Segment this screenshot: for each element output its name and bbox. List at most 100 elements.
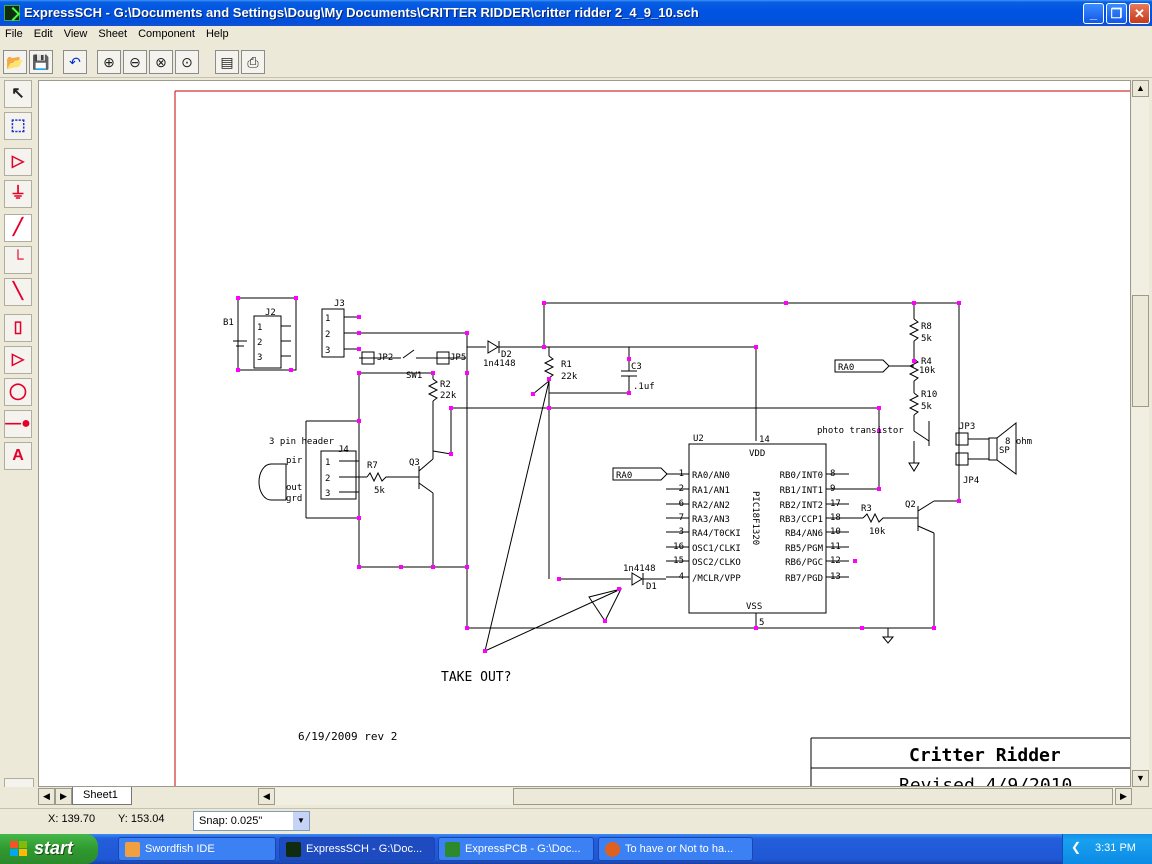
left-pin-number: 16 xyxy=(673,542,684,552)
sheet-tabs-bar: ◀ ▶ Sheet1 ◀ ▶ xyxy=(0,787,1152,807)
save-icon[interactable]: 💾 xyxy=(29,50,53,74)
component-tool-icon[interactable]: ▷ xyxy=(4,148,32,176)
ic-tool-icon[interactable]: ▯ xyxy=(4,314,32,342)
opamp-tool-icon[interactable]: ▷ xyxy=(4,346,32,374)
component-toolbar: ↖ ⬚ ▷ ⏚ ╱ └ ╲ ▯ ▷ ◯ —● A ⚬ xyxy=(0,78,36,806)
right-pin-name: RB1/INT1 xyxy=(780,486,823,496)
tab-right-arrow-icon[interactable]: ▶ xyxy=(55,788,72,805)
schematic-canvas[interactable]: B1 J2 J3 1 2 3 1 2 3 JP2 JP5 SW1 D2 1n41… xyxy=(38,80,1131,787)
menu-sheet[interactable]: Sheet xyxy=(98,28,128,40)
label-r3: R3 xyxy=(861,504,872,514)
label-ra0-flag-left: RA0 xyxy=(616,471,632,481)
zoom-fit-icon[interactable]: ⊗ xyxy=(149,50,173,74)
label-jp3: JP3 xyxy=(959,422,975,432)
label-r4-value: 10k xyxy=(919,366,936,376)
zoom-previous-icon[interactable]: ⊙ xyxy=(175,50,199,74)
select-tool-icon[interactable]: ↖ xyxy=(4,80,32,108)
label-r2: R2 xyxy=(440,380,451,390)
horizontal-scroll-thumb[interactable] xyxy=(513,788,1113,805)
scroll-right-arrow-icon[interactable]: ▶ xyxy=(1115,788,1132,805)
connector-tool-icon[interactable]: —● xyxy=(4,410,32,438)
task-expresssch[interactable]: ExpressSCH - G:\Doc... xyxy=(279,837,435,861)
clock: 3:31 PM xyxy=(1095,842,1136,854)
snap-select[interactable]: Snap: 0.025" ▼ xyxy=(193,811,310,831)
scroll-down-arrow-icon[interactable]: ▼ xyxy=(1132,770,1149,787)
zoom-in-icon[interactable]: ⊕ xyxy=(97,50,121,74)
right-pin-number: 18 xyxy=(830,513,841,523)
left-pin-name: OSC1/CLKI xyxy=(692,544,741,554)
left-pin-number: 7 xyxy=(679,513,684,523)
right-pin-number: 11 xyxy=(830,542,841,552)
zoom-area-tool-icon[interactable]: ⬚ xyxy=(4,112,32,140)
label-r8: R8 xyxy=(921,322,932,332)
label-photo-transistor: photo transistor xyxy=(817,426,904,436)
corner-wire-tool-icon[interactable]: └ xyxy=(4,246,32,274)
tab-left-arrow-icon[interactable]: ◀ xyxy=(38,788,55,805)
horizontal-scrollbar[interactable]: ◀ ▶ xyxy=(258,788,1132,805)
zoom-out-icon[interactable]: ⊖ xyxy=(123,50,147,74)
menu-component[interactable]: Component xyxy=(138,28,195,40)
restore-button[interactable]: ❐ xyxy=(1106,3,1127,24)
left-pin-name: /MCLR/VPP xyxy=(692,574,741,584)
ground-tool-icon[interactable]: ⏚ xyxy=(4,180,32,208)
right-pin-name: RB4/AN6 xyxy=(785,529,823,539)
task-expresspcb[interactable]: ExpressPCB - G:\Doc... xyxy=(438,837,594,861)
menu-view[interactable]: View xyxy=(63,28,88,40)
task-swordfish[interactable]: Swordfish IDE xyxy=(118,837,276,861)
tab-sheet1[interactable]: Sheet1 xyxy=(72,787,132,805)
label-r3-value: 10k xyxy=(869,527,886,537)
menu-file[interactable]: File xyxy=(5,28,23,40)
label-pir: pir xyxy=(286,456,303,466)
vertical-scrollbar[interactable]: ▲ ▼ xyxy=(1132,80,1149,787)
tray-expand-icon[interactable]: ❮ xyxy=(1071,840,1082,854)
left-pin-name: RA1/AN1 xyxy=(692,486,730,496)
task-firefox[interactable]: To have or Not to ha... xyxy=(598,837,753,861)
right-pin-number: 8 xyxy=(830,469,835,479)
label-b1: B1 xyxy=(223,318,234,328)
close-button[interactable]: ✕ xyxy=(1129,3,1150,24)
text-tool-icon[interactable]: A xyxy=(4,442,32,470)
wire-tool-icon[interactable]: ╱ xyxy=(4,214,32,242)
left-pin-name: RA0/AN0 xyxy=(692,471,730,481)
page-setup-icon[interactable]: ▤ xyxy=(215,50,239,74)
label-r1: R1 xyxy=(561,360,572,370)
chevron-down-icon[interactable]: ▼ xyxy=(293,812,309,830)
label-vss: VSS xyxy=(746,602,762,612)
label-j2-pin3: 3 xyxy=(257,353,262,363)
menu-edit[interactable]: Edit xyxy=(33,28,53,40)
label-q3: Q3 xyxy=(409,458,420,468)
right-pin-name: RB2/INT2 xyxy=(780,501,823,511)
title-bar[interactable]: ExpressSCH - G:\Documents and Settings\D… xyxy=(0,0,1152,26)
label-vdd: VDD xyxy=(749,449,765,459)
diagonal-wire-tool-icon[interactable]: ╲ xyxy=(4,278,32,306)
undo-icon[interactable]: ↶ xyxy=(63,50,87,74)
start-button[interactable]: start xyxy=(0,834,98,864)
label-d2: D2 xyxy=(501,350,512,360)
label-3pin-header: 3 pin header xyxy=(269,437,335,447)
label-j3-pin2: 2 xyxy=(325,330,330,340)
print-icon[interactable]: ⎙ xyxy=(241,50,265,74)
task-label: To have or Not to ha... xyxy=(625,843,734,855)
junction-nodes xyxy=(236,296,961,653)
menu-help[interactable]: Help xyxy=(205,28,229,40)
left-pin-name: OSC2/CLKO xyxy=(692,558,741,568)
scroll-left-arrow-icon[interactable]: ◀ xyxy=(258,788,275,805)
label-out: out xyxy=(286,483,302,493)
toolbar: 📂 💾 ↶ ⊕ ⊖ ⊗ ⊙ ▤ ⎙ xyxy=(0,46,1152,78)
minimize-button[interactable]: _ xyxy=(1083,3,1104,24)
label-speaker-value: 8 ohm xyxy=(1005,437,1032,447)
open-icon[interactable]: 📂 xyxy=(3,50,27,74)
label-d1: D1 xyxy=(646,582,657,592)
label-j2: J2 xyxy=(265,308,276,318)
label-j4: J4 xyxy=(338,445,349,455)
label-jp2: JP2 xyxy=(377,353,393,363)
firefox-icon xyxy=(605,842,620,857)
label-j4-pin2: 2 xyxy=(325,474,330,484)
vertical-scroll-thumb[interactable] xyxy=(1132,295,1149,407)
scroll-up-arrow-icon[interactable]: ▲ xyxy=(1132,80,1149,97)
left-pin-number: 4 xyxy=(679,572,684,582)
label-d1-part: 1n4148 xyxy=(623,564,656,574)
circle-tool-icon[interactable]: ◯ xyxy=(4,378,32,406)
right-pin-name: RB0/INT0 xyxy=(780,471,823,481)
label-u2: U2 xyxy=(693,434,704,444)
